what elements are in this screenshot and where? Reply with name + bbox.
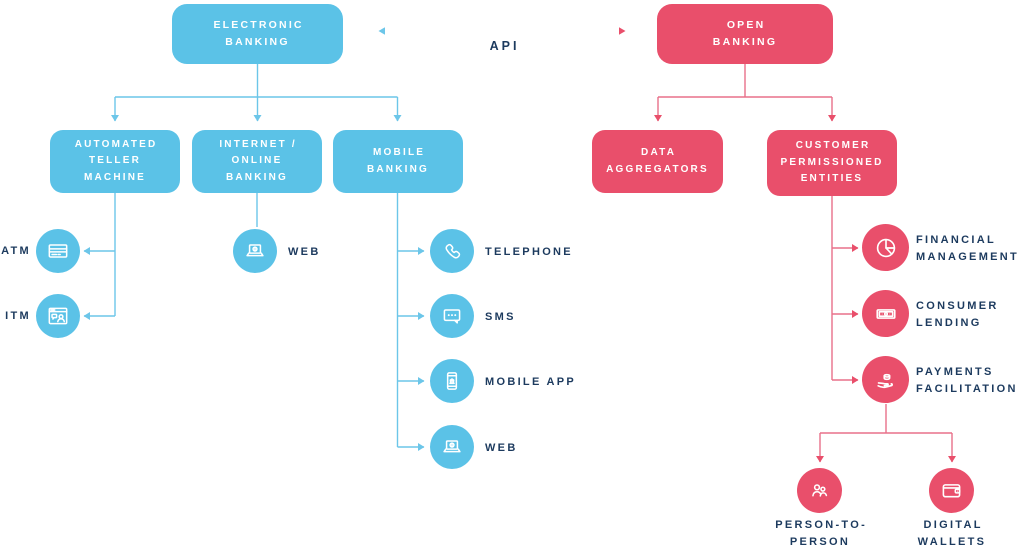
label-web-internet: WEB xyxy=(288,246,321,258)
phone-icon xyxy=(445,243,461,259)
pie-chart-icon xyxy=(876,238,895,257)
label-sms: SMS xyxy=(485,311,516,323)
label-web-mobile: WEB xyxy=(485,442,518,454)
label-telephone: TELEPHONE xyxy=(485,246,573,258)
leaf-atm xyxy=(36,229,80,273)
leaf-sms xyxy=(430,294,474,338)
label-itm: ITM xyxy=(5,310,31,322)
leaf-mobile-app xyxy=(430,359,474,403)
leaf-telephone xyxy=(430,229,474,273)
node-mobile-banking: MOBILE BANKING xyxy=(333,130,463,193)
hand-coins-icon xyxy=(876,373,893,388)
label-consumer-lending: CONSUMER LENDING xyxy=(916,300,999,329)
leaf-web-mobile xyxy=(430,425,474,469)
api-label: API xyxy=(489,39,520,53)
node-data-aggregators: DATA AGGREGATORS xyxy=(592,130,723,193)
label-mobile-app: MOBILE APP xyxy=(485,376,577,388)
api-arrow xyxy=(378,27,626,35)
label-person-to-person: PERSON-TO- PERSON xyxy=(775,519,868,546)
node-automated-teller-machine: AUTOMATED TELLER MACHINE xyxy=(50,130,180,193)
node-customer-permissioned-entities: CUSTOMER PERMISSIONED ENTITIES xyxy=(767,130,897,196)
leaf-financial-management xyxy=(862,224,909,271)
laptop-icon xyxy=(443,440,461,453)
leaf-payments-facilitation xyxy=(862,356,909,403)
node-open-banking: OPEN BANKING xyxy=(657,4,833,64)
wallet-icon xyxy=(942,484,961,498)
banknote-icon xyxy=(875,308,896,319)
electronic-connectors xyxy=(83,64,425,451)
leaf-person-to-person xyxy=(797,468,842,513)
smartphone-icon xyxy=(446,372,458,390)
label-payments-facilitation: PAYMENTS FACILITATION xyxy=(916,366,1018,395)
node-electronic-banking: ELECTRONIC BANKING xyxy=(172,4,343,64)
leaf-consumer-lending xyxy=(862,290,909,337)
open-connectors xyxy=(654,64,956,463)
laptop-icon xyxy=(246,244,264,257)
people-icon xyxy=(812,484,828,497)
sms-bubble-icon xyxy=(443,309,461,324)
leaf-itm xyxy=(36,294,80,338)
cash-machine-icon xyxy=(48,244,68,258)
label-atm: ATM xyxy=(1,245,31,257)
label-digital-wallets: DIGITAL WALLETS xyxy=(917,519,987,546)
video-teller-icon xyxy=(48,307,68,325)
leaf-digital-wallets xyxy=(929,468,974,513)
label-financial-management: FINANCIAL MANAGEMENT xyxy=(916,234,1020,263)
leaf-web-internet xyxy=(233,229,277,273)
node-internet-online-banking: INTERNET / ONLINE BANKING xyxy=(192,130,322,193)
